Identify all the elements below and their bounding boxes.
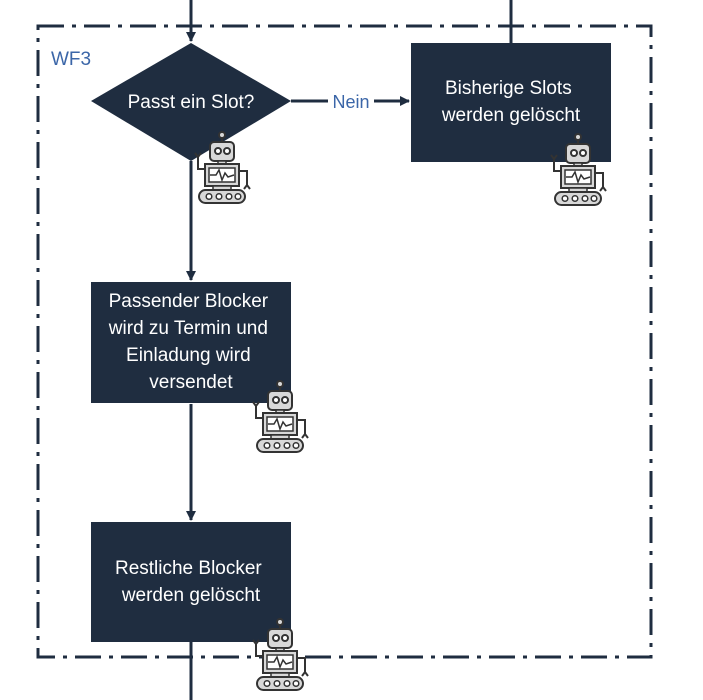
decision-text: Passt ein Slot? [128,92,255,113]
edge-label-no: Nein [332,92,369,112]
process-matching-blocker: Passender Blocker wird zu Termin und Ein… [91,282,291,403]
workflow-boundary [36,24,653,659]
process-remaining-blockers-deleted: Restliche Blocker werden gelöscht [91,522,291,642]
decision-node: Passt ein Slot? [91,43,291,161]
process-text-line: Einladung wird [126,345,251,366]
process-text-line: werden gelöscht [441,105,581,126]
process-text-line: Passender Blocker [109,291,269,312]
process-text-line: Restliche Blocker [115,558,262,579]
svg-text:Bisherige Slots werden g: Bisherige Slots werden gelöscht [441,78,581,126]
process-text-line: Bisherige Slots [445,78,572,99]
svg-text:Passt ein Slot?: Passt ein Slot? [128,92,255,113]
process-text-line: versendet [149,372,233,393]
workflow-label: WF3 [51,49,91,70]
svg-text:Restliche Blocker werden: Restliche Blocker werden gelöscht [115,558,267,606]
svg-text:Passender Blocker wird z: Passender Blocker wird zu Termin und Ein… [108,291,274,393]
process-text-line: wird zu Termin und [108,318,268,339]
process-text-line: werden gelöscht [121,585,261,606]
